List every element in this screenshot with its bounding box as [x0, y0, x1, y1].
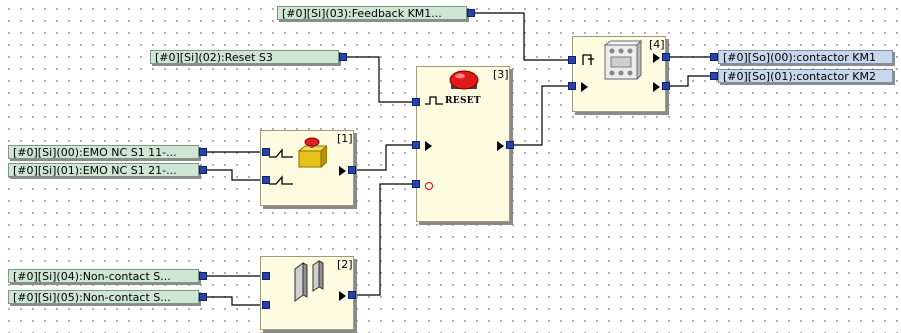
input-tag-emo-2[interactable]: [#0][Si](01):EMO NC S1 21-... — [8, 163, 199, 177]
input-port[interactable] — [199, 293, 207, 301]
input-arrow-icon — [425, 141, 432, 151]
output-arrow-icon — [497, 141, 504, 151]
block4-input-port-enable[interactable] — [568, 82, 576, 90]
block1-input-port-2[interactable] — [262, 176, 270, 184]
wire-nc2-to-block2 — [206, 296, 262, 306]
contactor-icon — [603, 39, 643, 81]
input-port[interactable] — [199, 272, 207, 280]
block3-output-port[interactable] — [506, 141, 514, 149]
block-number: [1] — [337, 132, 353, 145]
output-arrow-icon — [653, 53, 660, 63]
wire-reset-to-block3 — [346, 56, 416, 103]
emergency-stop-icon — [297, 137, 327, 169]
output-tag-contactor-km1[interactable]: [#0][So](00):contactor KM1 — [718, 50, 893, 64]
block2-input-port-2[interactable] — [262, 301, 270, 309]
block2-input-port-1[interactable] — [262, 272, 270, 280]
block4-output-port-1[interactable] — [662, 53, 670, 61]
input-arrow-icon — [581, 82, 588, 92]
function-block-3[interactable]: [3] RESET — [416, 66, 510, 222]
block-number: [2] — [337, 258, 353, 271]
block2-output-port[interactable] — [348, 291, 356, 299]
input-port[interactable] — [467, 9, 475, 17]
reset-button-icon — [449, 70, 479, 90]
wire-emo2-to-block1 — [206, 169, 262, 181]
block3-input-port-1[interactable] — [412, 141, 420, 149]
block1-input-port-1[interactable] — [262, 148, 270, 156]
block1-output-port[interactable] — [348, 166, 356, 174]
input-port[interactable] — [339, 53, 347, 61]
wire-feedback-to-block4 — [474, 12, 572, 61]
feedback-edge-icon — [582, 54, 594, 65]
input-tag-emo-1[interactable]: [#0][Si](00):EMO NC S1 11-... — [8, 145, 199, 159]
input-tag-feedback-km1[interactable]: [#0][Si](03):Feedback KM1... — [277, 6, 467, 20]
output-port[interactable] — [710, 53, 718, 61]
pulse-edge-icon — [425, 96, 443, 105]
output-port[interactable] — [710, 72, 718, 80]
output-arrow-icon — [339, 166, 346, 176]
block-number: [4] — [649, 38, 665, 51]
input-tag-noncontact-2[interactable]: [#0][Si](05):Non-contact S... — [8, 290, 199, 304]
input-tag-noncontact-1[interactable]: [#0][Si](04):Non-contact S... — [8, 269, 199, 283]
negated-input-icon — [425, 182, 433, 190]
wire-block4-to-km2 — [668, 75, 710, 87]
block3-input-port-reset[interactable] — [412, 98, 420, 106]
block4-output-port-2[interactable] — [662, 82, 670, 90]
input-port[interactable] — [199, 148, 207, 156]
wire-block3-to-block4 — [512, 85, 572, 146]
wire-block2-to-block3 — [356, 183, 416, 296]
switch-nc-icon — [269, 175, 293, 185]
function-block-4[interactable]: [4] — [572, 36, 666, 112]
non-contact-switch-icon — [294, 260, 324, 302]
function-block-1[interactable]: [1] — [260, 130, 354, 206]
block4-input-port-feedback[interactable] — [568, 56, 576, 64]
output-tag-contactor-km2[interactable]: [#0][So](01):contactor KM2 — [718, 69, 893, 83]
wire-block1-to-block3 — [356, 144, 416, 171]
input-tag-reset-s3[interactable]: [#0][Si](02):Reset S3 — [150, 50, 339, 64]
output-arrow-icon — [339, 291, 346, 301]
block-number: [3] — [493, 68, 509, 81]
output-arrow-icon — [653, 82, 660, 92]
input-port[interactable] — [199, 166, 207, 174]
switch-nc-icon — [269, 148, 293, 158]
block3-input-port-2[interactable] — [412, 180, 420, 188]
reset-label: RESET — [445, 96, 481, 106]
function-block-2[interactable]: [2] — [260, 256, 354, 330]
